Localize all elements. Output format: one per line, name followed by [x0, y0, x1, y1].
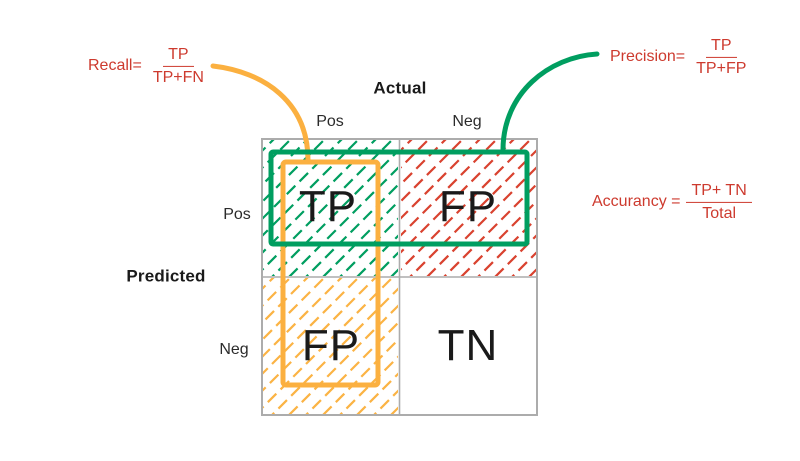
fp-cell-hatch	[401, 140, 536, 276]
recall-connector-curve	[210, 63, 311, 163]
col-label-pos: Pos	[316, 113, 344, 130]
precision-numerator: TP	[706, 37, 737, 58]
cell-fn-label: FP	[301, 321, 361, 370]
recall-fraction: TP TP+FN	[148, 46, 209, 86]
recall-formula-label: Recall=	[88, 57, 142, 75]
recall-denominator: TP+FN	[152, 68, 204, 86]
precision-connector-curve	[500, 51, 600, 153]
tp-cell-hatch	[263, 140, 398, 276]
recall-numerator: TP	[163, 46, 194, 67]
precision-formula-label: Precision=	[610, 48, 686, 66]
predicted-axis-label: Predicted	[126, 266, 206, 286]
precision-highlight-box	[268, 149, 530, 247]
col-label-neg: Neg	[452, 113, 482, 130]
accuracy-formula: Accurancy = TP+ TN Total	[592, 182, 752, 222]
cell-tn-label: TN	[437, 321, 499, 370]
cell-tp-label: TP	[298, 182, 358, 231]
recall-formula: Recall= TP TP+FN	[88, 46, 209, 86]
accuracy-fraction: TP+ TN Total	[686, 182, 752, 222]
row-label-neg: Neg	[219, 341, 249, 358]
precision-denominator: TP+FP	[696, 59, 747, 77]
actual-axis-label: Actual	[373, 78, 427, 98]
accuracy-denominator: Total	[702, 204, 737, 222]
row-label-pos: Pos	[223, 206, 251, 223]
accuracy-formula-label: Accurancy =	[592, 193, 681, 211]
recall-highlight-box	[280, 159, 381, 388]
precision-formula: Precision= TP TP+FP	[610, 37, 751, 77]
cell-fp-label: FP	[438, 182, 498, 231]
accuracy-numerator: TP+ TN	[686, 182, 752, 203]
precision-fraction: TP TP+FP	[691, 37, 751, 77]
